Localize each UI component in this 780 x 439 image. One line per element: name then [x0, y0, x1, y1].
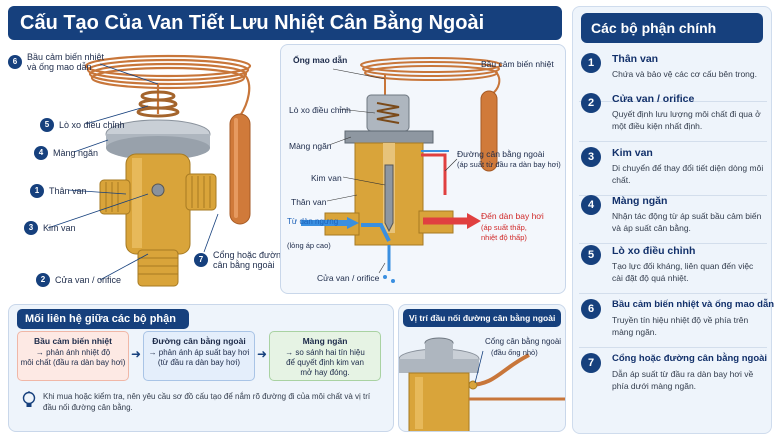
- part-item: 6 Bầu cảm biến nhiệt và ống mao dẫn Truy…: [579, 297, 774, 348]
- callout-num: 3: [24, 221, 38, 235]
- relation-box-equalizer: Đường cân bằng ngoài → phản ánh áp suất …: [143, 331, 255, 381]
- page-title: Cấu Tạo Của Van Tiết Lưu Nhiệt Cân Bằng …: [8, 6, 562, 40]
- part-num: 6: [581, 299, 601, 319]
- arrow-right-icon: ➜: [131, 347, 142, 361]
- part-item: 3 Kim van Di chuyển để thay đổi tiết diệ…: [579, 145, 767, 196]
- part-title: Cửa van / orifice: [612, 93, 695, 105]
- callout-text: Thân van: [49, 186, 87, 196]
- relation-title: Đường cân bằng ngoài: [152, 336, 246, 346]
- part-desc: Truyền tín hiệu nhiệt độ về phía trên mà…: [612, 315, 749, 337]
- position-photo: [399, 337, 565, 431]
- relation-body: → phản ánh áp suất bay hơi (từ đầu ra dà…: [148, 348, 250, 367]
- callout-text: Cửa van / orifice: [55, 275, 122, 285]
- label-to-evaporator: Đến dàn bay hơi: [481, 211, 544, 221]
- part-desc: Di chuyển để thay đổi tiết diện dòng môi…: [612, 163, 764, 185]
- equalizer-port-label: Cổng cân bằng ngoài: [485, 337, 562, 346]
- callout-6: 6 Bầu cảm biến nhiệt và ống mao dẫn: [8, 52, 104, 72]
- part-title: Bầu cảm biến nhiệt và ống mao dẫn: [612, 299, 775, 310]
- part-num: 7: [581, 353, 601, 373]
- parts-panel: Các bộ phận chính 1 Thân van Chứa và bảo…: [572, 6, 774, 434]
- parts-panel-header: Các bộ phận chính: [581, 13, 763, 43]
- label-needle: Kim van: [311, 173, 342, 183]
- callout-text: Màng ngăn: [53, 148, 99, 158]
- relations-header: Mối liên hệ giữa các bộ phận: [17, 309, 189, 329]
- callout-text: Cổng hoặc đường cân bằng ngoài: [213, 250, 286, 270]
- relation-body: → so sánh hai tín hiệu để quyết định kim…: [285, 348, 365, 377]
- relation-title: Màng ngăn: [302, 336, 348, 346]
- sensing-bulb: [229, 113, 251, 225]
- callout-num: 1: [30, 184, 44, 198]
- label-diaphragm: Màng ngăn: [289, 141, 332, 151]
- label-to-evaporator-sub: (áp suất thấp, nhiệt độ thấp): [481, 223, 527, 242]
- callout-num: 6: [8, 55, 22, 69]
- label-from-condenser-sub: (lỏng áp cao): [287, 241, 331, 250]
- spring-illustration: [136, 90, 180, 118]
- callout-num: 4: [34, 146, 48, 160]
- part-title: Kim van: [612, 147, 653, 159]
- part-title: Thân van: [612, 53, 659, 65]
- lightbulb-icon: [22, 391, 36, 407]
- relation-box-bulb: Bầu cảm biến nhiệt → phản ánh nhiệt độ m…: [17, 331, 129, 381]
- position-header: Vị trí đầu nối đường cân bằng ngoài: [403, 309, 561, 327]
- part-num: 1: [581, 53, 601, 73]
- callout-num: 2: [36, 273, 50, 287]
- part-title: Màng ngăn: [612, 195, 668, 207]
- callout-5: 5 Lò xo điều chỉnh: [40, 118, 125, 132]
- part-desc: Quyết định lưu lượng môi chất đi qua ở m…: [612, 109, 761, 131]
- callout-2: 2 Cửa van / orifice: [36, 273, 121, 287]
- callout-text: Kim van: [43, 223, 76, 233]
- part-item: 7 Cổng hoặc đường cân bằng ngoài Dẫn áp …: [579, 351, 767, 401]
- label-orifice: Cửa van / orifice: [317, 273, 380, 283]
- relation-title: Bầu cảm biến nhiệt: [34, 336, 112, 346]
- part-desc: Tạo lực đối kháng, liên quan đến việc cà…: [612, 261, 754, 283]
- callout-num: 5: [40, 118, 54, 132]
- part-num: 2: [581, 93, 601, 113]
- part-item: 4 Màng ngăn Nhận tác động từ áp suất bầu…: [579, 193, 767, 244]
- capillary-coil: [84, 54, 252, 117]
- label-spring: Lò xo điều chỉnh: [289, 105, 351, 115]
- part-item: 1 Thân van Chứa và bảo vệ các cơ cấu bên…: [579, 51, 767, 102]
- callout-text: Lò xo điều chỉnh: [59, 120, 125, 130]
- valve-photo: [47, 54, 252, 287]
- cross-section-panel: Ống mao dẫn Bầu cảm biến nhiệt Lò xo điề…: [280, 44, 566, 294]
- part-desc: Dẫn áp suất từ đầu ra dàn bay hơi về phí…: [612, 369, 754, 391]
- cross-section-diagram: [301, 57, 502, 283]
- equalizer-port-sub: (đầu ống nhỏ): [491, 348, 538, 357]
- part-num: 4: [581, 195, 601, 215]
- label-equalizer-sub: (áp suất từ đầu ra dàn bay hơi): [457, 160, 561, 169]
- part-desc: Chứa và bảo vệ các cơ cấu bên trong.: [612, 69, 757, 79]
- part-desc: Nhận tác động từ áp suất bầu cảm biến và…: [612, 211, 762, 233]
- part-title: Lò xo điều chỉnh: [612, 245, 696, 257]
- callout-3: 3 Kim van: [24, 221, 76, 235]
- label-capillary: Ống mao dẫn: [293, 55, 348, 65]
- label-from-condenser: Từ dàn ngưng: [287, 217, 339, 226]
- part-item: 2 Cửa van / orifice Quyết định lưu lượng…: [579, 91, 767, 142]
- callout-text: Bầu cảm biến nhiệt và ống mao dẫn: [27, 52, 105, 72]
- part-num: 3: [581, 147, 601, 167]
- part-num: 5: [581, 245, 601, 265]
- label-sensing-bulb: Bầu cảm biến nhiệt: [481, 59, 554, 69]
- relation-box-diaphragm: Màng ngăn → so sánh hai tín hiệu để quyế…: [269, 331, 381, 381]
- relations-tip: Khi mua hoặc kiểm tra, nên yêu cầu sơ đồ…: [43, 392, 371, 412]
- part-title: Cổng hoặc đường cân bằng ngoài: [612, 353, 768, 364]
- callout-7: 7 Cổng hoặc đường cân bằng ngoài: [194, 250, 286, 270]
- part-item: 5 Lò xo điều chỉnh Tạo lực đối kháng, li…: [579, 243, 767, 294]
- label-equalizer: Đường cân bằng ngoài: [457, 149, 545, 159]
- callout-num: 7: [194, 253, 208, 267]
- callout-1: 1 Thân van: [30, 184, 87, 198]
- callout-4: 4 Màng ngăn: [34, 146, 98, 160]
- label-body: Thân van: [291, 197, 327, 207]
- relation-body: → phản ánh nhiệt độ môi chất (đầu ra dàn…: [20, 348, 126, 367]
- position-panel: Vị trí đầu nối đường cân bằng ngoài Cổng…: [398, 304, 566, 432]
- relations-panel: Mối liên hệ giữa các bộ phận Bầu cảm biế…: [8, 304, 394, 432]
- arrow-right-icon: ➜: [257, 347, 268, 361]
